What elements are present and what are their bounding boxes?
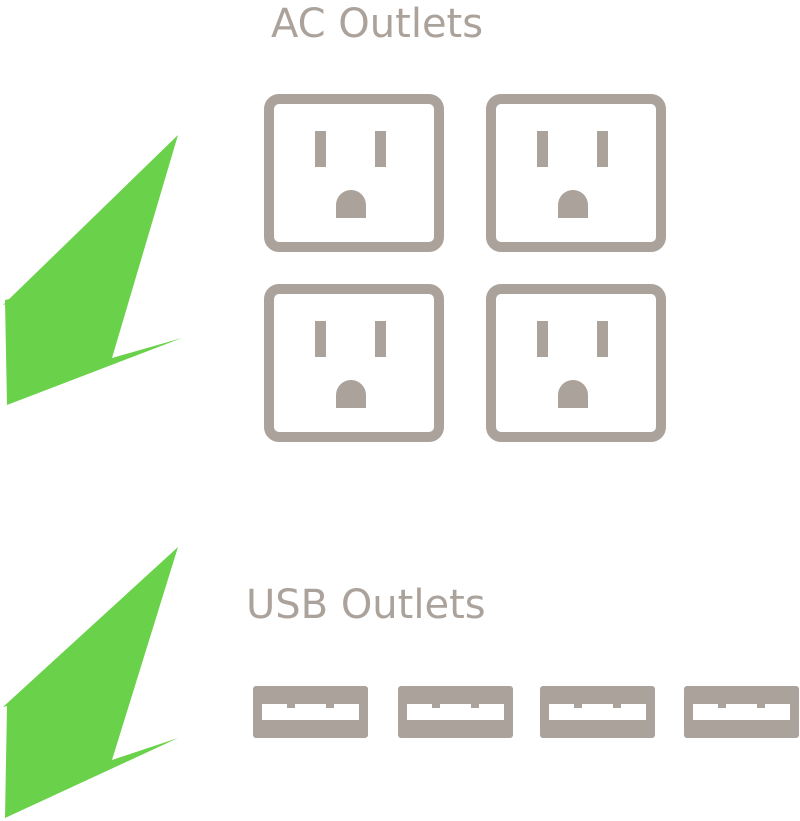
usb-port-icon [398,686,513,738]
usb-port-icon [684,686,799,738]
lightning-bolt-icon [3,547,178,818]
ac-outlets-title: AC Outlets [271,1,484,47]
usb-outlets-title: USB Outlets [246,582,486,628]
ac-outlet-icon [264,284,444,442]
ac-outlet-icon [264,94,444,252]
ac-outlet-icon [486,284,666,442]
usb-port-icon [540,686,655,738]
usb-port-icon [253,686,368,738]
lightning-bolt-icon [3,135,182,405]
ac-outlet-icon [486,94,666,252]
